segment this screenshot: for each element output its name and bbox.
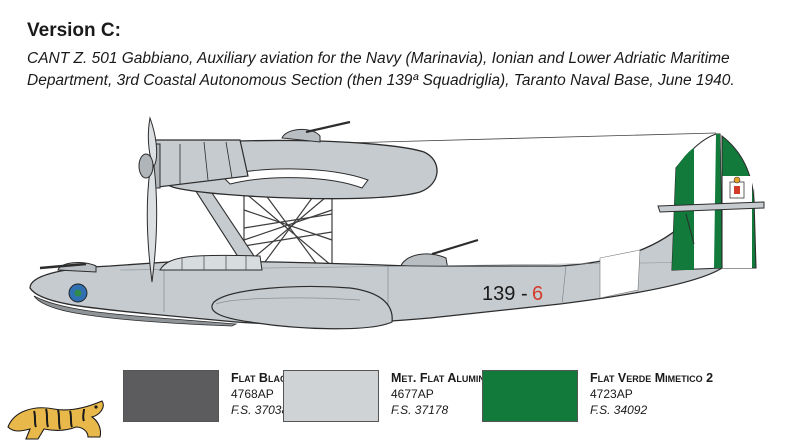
swatch-name: Flat Black [231,371,293,385]
swatch-color-box [123,370,219,422]
bow-gun-position [39,262,97,273]
swatch-code: 4677AP [391,387,434,401]
tiger-logo [7,400,104,440]
swatch-fs: F.S. 37178 [391,403,449,417]
swatch-flat-black: Flat Black 4768AP F.S. 37038 [123,370,345,422]
fuselage-code-number: 6 [532,283,543,305]
propeller-icon [138,116,158,283]
fuselage-band-white [599,249,641,299]
swatch-color-box [283,370,379,422]
canopy-frames [181,256,247,270]
dorsal-gun-position [281,120,351,143]
swatch-flat-verde-mimetico-2: Flat Verde Mimetico 2 4723AP F.S. 34092 [482,370,713,422]
version-heading: Version C: [27,20,121,41]
cockpit-canopy [159,254,263,271]
aircraft-illustration: 139 - 6 [29,116,765,330]
swatch-fs: F.S. 34092 [590,403,648,417]
description-line-2: Department, 3rd Coastal Autonomous Secti… [27,72,735,89]
aircraft-description: CANT Z. 501 Gabbiano, Auxiliary aviation… [27,48,787,92]
fuselage-roundel [68,283,88,303]
tail-stripe-green-2 [714,134,722,268]
swatch-name: Met. Flat Aluminium [391,371,502,385]
swatch-code: 4723AP [590,387,633,401]
fuselage-code: 139 [482,283,515,305]
wing-struts [243,189,333,268]
savoy-crest-icon [729,176,745,199]
swatch-name: Flat Verde Mimetico 2 [590,371,714,385]
fuselage-code-dash: - [521,283,528,305]
swatch-fs: F.S. 37038 [231,403,289,417]
wing-fillet [221,168,369,189]
hull-bottom [33,295,238,327]
swatch-code: 4768AP [231,387,274,401]
description-line-1: CANT Z. 501 Gabbiano, Auxiliary aviation… [27,50,730,67]
swatch-color-box [482,370,578,422]
tailplane [657,201,765,213]
swatch-met-flat-aluminium: Met. Flat Aluminium 4677AP F.S. 37178 [283,370,505,422]
wing-float [211,285,393,330]
